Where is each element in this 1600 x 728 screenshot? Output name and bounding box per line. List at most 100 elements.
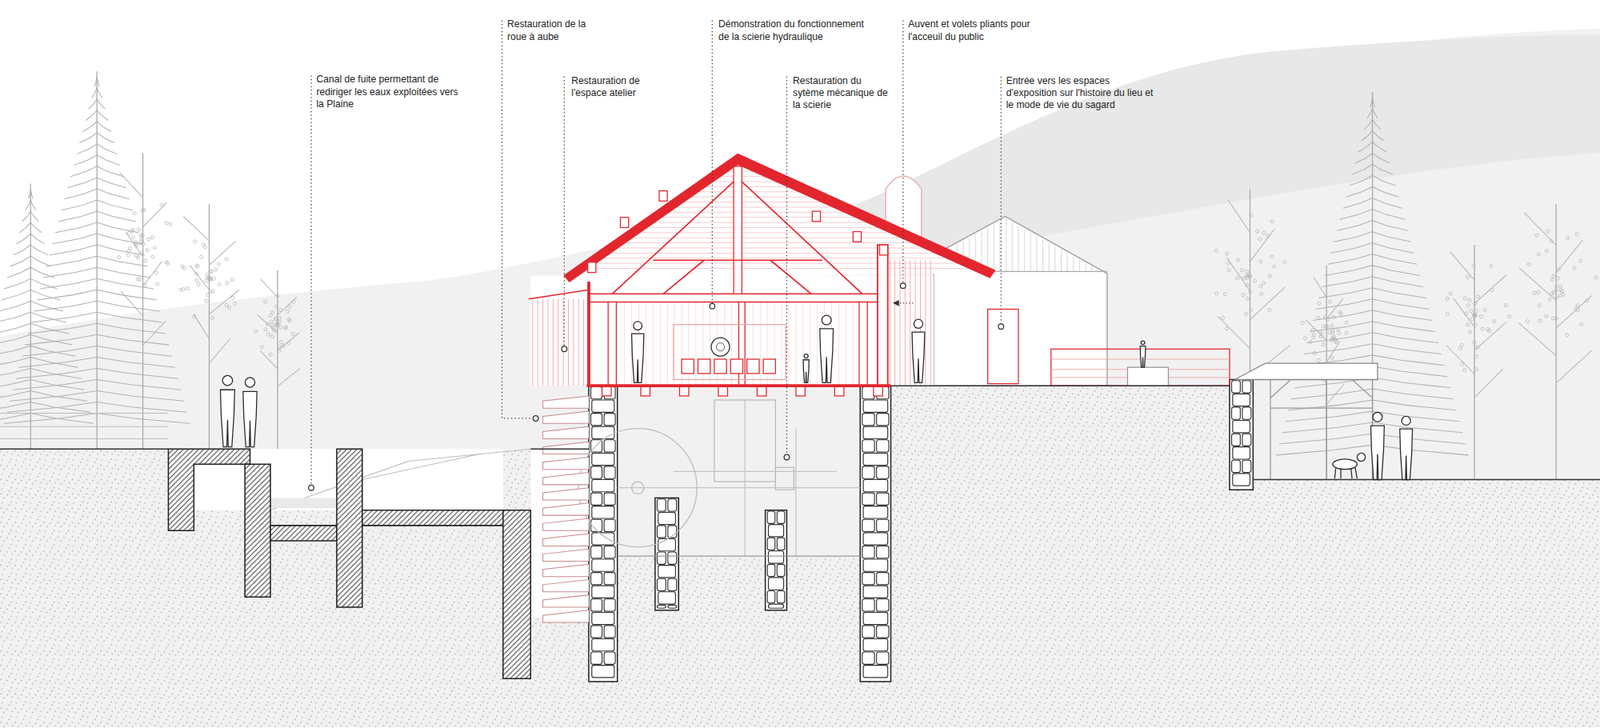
stone [1232, 393, 1251, 406]
tree-leaf [225, 281, 229, 285]
tree-leaf [265, 322, 269, 326]
tree-leaf [1556, 276, 1560, 280]
tree-leaf [292, 300, 296, 304]
tree-leaf [1472, 313, 1476, 317]
person-head [222, 375, 233, 385]
tree-leaf [1532, 291, 1536, 295]
tree-branch [143, 202, 168, 228]
tree-leaf [1236, 258, 1240, 262]
roof-tile-line [618, 242, 921, 244]
tree-branch [1316, 299, 1430, 310]
stone [604, 572, 616, 585]
tree-branch [277, 296, 297, 315]
wheel-paddle [543, 426, 589, 439]
wheel-paddle [543, 456, 589, 469]
annex-siding [547, 299, 548, 386]
annex-siding [532, 299, 533, 386]
person-body [243, 391, 257, 447]
tree-branch [125, 232, 143, 257]
roof-siding [1091, 267, 1092, 272]
tree-branch [1474, 368, 1503, 398]
person [803, 354, 809, 384]
annex-roof [528, 289, 589, 299]
tree-leaf [1576, 304, 1580, 308]
tree-branch [58, 211, 136, 222]
stone [863, 506, 888, 519]
tree-leaf [1448, 292, 1452, 296]
stone [876, 545, 889, 558]
tree-branch [1312, 310, 1432, 321]
wheel-paddle [543, 533, 589, 546]
tree-leaf [1572, 266, 1576, 270]
tree-branch [0, 323, 69, 334]
tree-leaf [208, 269, 212, 273]
tree-leaf [126, 253, 130, 257]
stone [776, 564, 785, 576]
tree-leaf [1472, 340, 1476, 344]
tree-branch [0, 312, 67, 323]
tree-leaf [213, 268, 217, 272]
dog-body [1332, 459, 1358, 470]
tree-branch [1249, 287, 1285, 320]
ground-line [0, 448, 589, 450]
person-head [244, 377, 255, 388]
stone [863, 638, 888, 651]
stone [591, 625, 603, 638]
person [220, 375, 236, 447]
purlin [812, 211, 820, 222]
stone [862, 440, 875, 452]
stone [592, 638, 615, 651]
stone [658, 512, 676, 524]
tree-leaf [264, 328, 268, 332]
tree-branch [4, 413, 191, 424]
roof-siding [1060, 249, 1062, 272]
tree-leaf [1245, 269, 1249, 273]
tree-leaf [1546, 229, 1550, 233]
tree-leaf [117, 255, 121, 259]
ground-line [1252, 479, 1600, 481]
dog-legs [1334, 467, 1357, 479]
tree-branch [0, 379, 84, 390]
tree-branch [1348, 175, 1396, 186]
tree-leaf [1483, 308, 1487, 312]
stone [592, 665, 615, 678]
fence-rail [0, 438, 168, 440]
wheel-paddle [543, 396, 589, 408]
back-wall-siding [781, 302, 783, 387]
tree-trunk [96, 71, 98, 449]
tree-branch [1345, 186, 1399, 197]
roof-siding [1024, 229, 1025, 272]
stone [668, 604, 677, 608]
tree-leaf [1249, 308, 1253, 312]
saw-block [714, 359, 727, 374]
tree-leaf [1535, 233, 1539, 237]
tree-branch [28, 188, 34, 200]
stone [1242, 433, 1252, 446]
stone [863, 585, 888, 598]
tree-leaf [166, 261, 170, 265]
tree-leaf [1248, 274, 1252, 278]
canal-wall-section [270, 525, 337, 541]
tree-branch [1340, 208, 1405, 220]
stone [767, 591, 776, 604]
wheel-paddle [543, 548, 589, 561]
leader-lines [308, 20, 1004, 491]
tree-leaf [1249, 214, 1253, 218]
tree-leaf [1255, 229, 1259, 233]
tree-leaf [153, 246, 157, 250]
roof-tile-line [648, 222, 876, 224]
tree-branch [120, 291, 144, 316]
tree-leaf [192, 314, 196, 318]
tree-branch [189, 265, 209, 291]
stone [604, 413, 616, 426]
back-wall-siding [816, 302, 818, 387]
stone [1232, 433, 1241, 446]
stone [668, 578, 677, 591]
stone [1232, 380, 1241, 393]
wheel-paddle [543, 488, 589, 500]
tree-leaf [1585, 299, 1589, 303]
tree-branch [1519, 268, 1556, 301]
back-wall-siding [674, 302, 676, 387]
tree-leaf [195, 278, 199, 282]
stone-wall [860, 385, 891, 682]
